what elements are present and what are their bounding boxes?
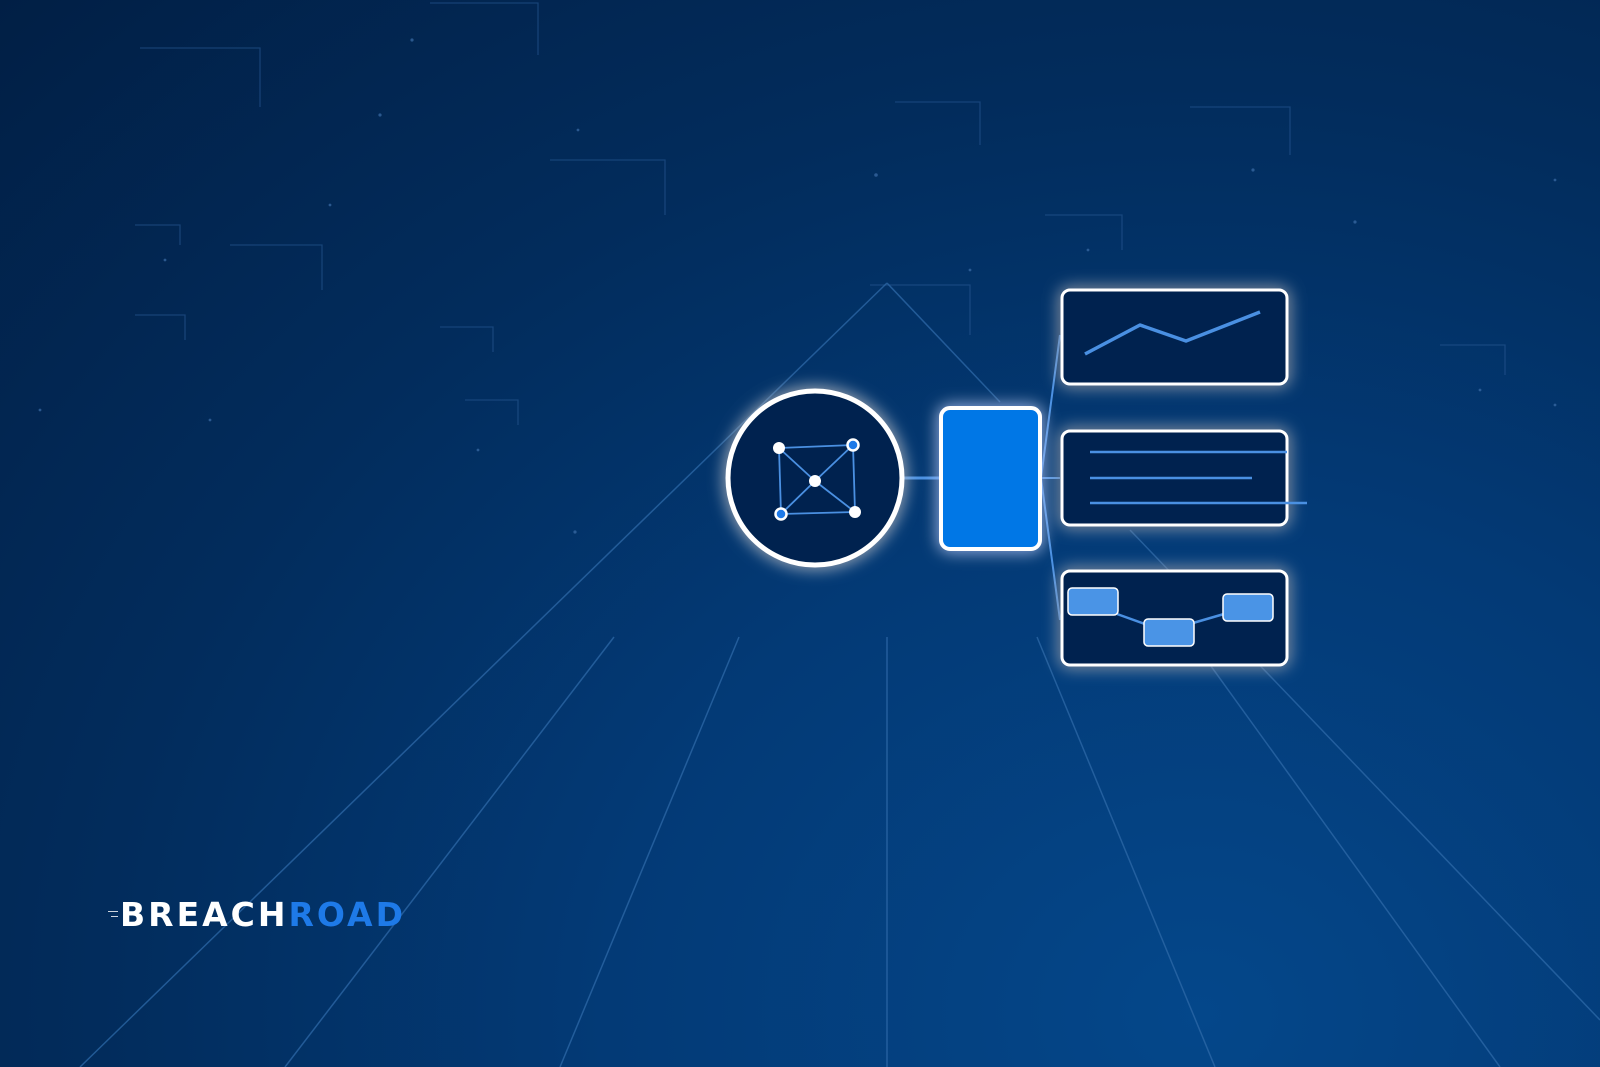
flow-nodes-card xyxy=(1060,569,1289,667)
brand-name-second: ROAD xyxy=(288,894,406,934)
processing-block xyxy=(939,406,1042,551)
text-lines-card xyxy=(1060,429,1307,527)
brand-name-first: BREACH xyxy=(120,894,289,934)
flow-nodes-icon xyxy=(1067,587,1274,647)
background-brackets xyxy=(135,2,1506,425)
graph-network-icon xyxy=(725,388,905,568)
speed-lines-icon xyxy=(108,908,118,920)
line-chart-icon xyxy=(1084,310,1261,356)
background-specks xyxy=(38,38,1557,534)
brand-logo: BREACH ROAD xyxy=(108,894,406,934)
text-lines-icon xyxy=(1090,450,1307,505)
line-chart-card xyxy=(1060,288,1289,386)
